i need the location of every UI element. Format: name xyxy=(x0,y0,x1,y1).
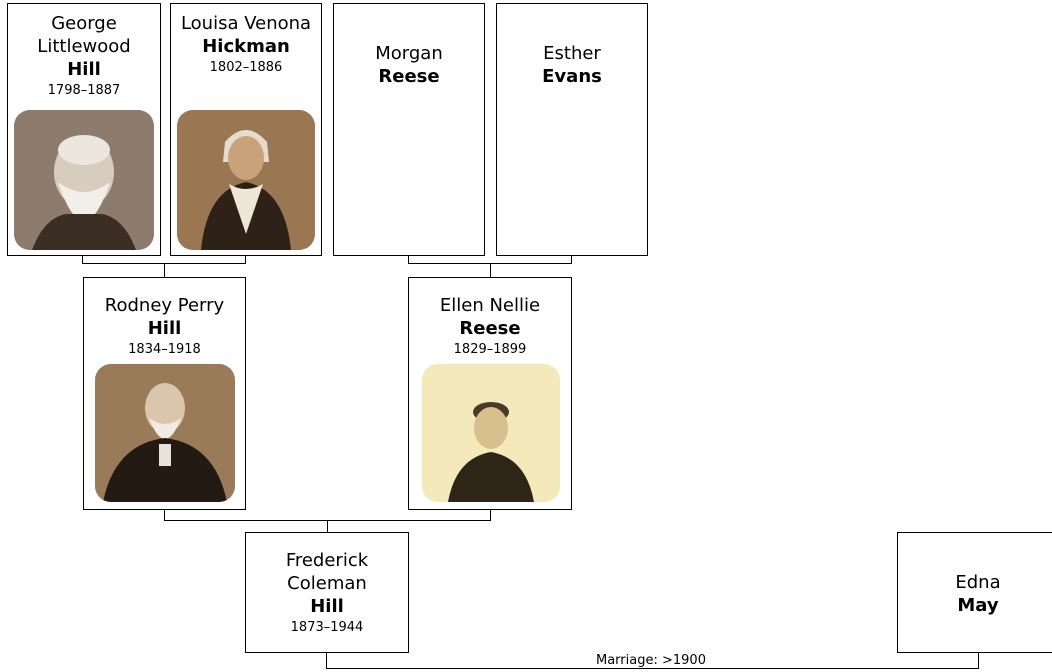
connector-line xyxy=(408,255,409,263)
marriage-line xyxy=(326,668,979,669)
surname: Reese xyxy=(378,66,440,87)
marriage-line xyxy=(326,652,327,669)
portrait-photo xyxy=(422,364,560,502)
person-card-edna-may[interactable]: Edna May xyxy=(897,532,1052,653)
person-card-rodney-hill[interactable]: Rodney Perry Hill 1834–1918 xyxy=(83,277,246,510)
surname: May xyxy=(957,595,999,616)
given-name: Louisa Venona xyxy=(180,13,312,34)
given-name: Frederick Coleman xyxy=(285,550,369,594)
portrait-photo xyxy=(14,110,154,250)
connector-line xyxy=(490,509,491,520)
surname: Hickman xyxy=(202,36,290,57)
given-name: Ellen Nellie xyxy=(439,295,541,316)
person-card-louisa-hickman[interactable]: Louisa Venona Hickman 1802–1886 xyxy=(170,3,322,256)
surname: Evans xyxy=(542,66,602,87)
life-years: 1873–1944 xyxy=(290,620,364,635)
connector-line xyxy=(164,509,165,520)
connector-line xyxy=(164,263,165,278)
connector-line xyxy=(490,263,491,278)
connector-line xyxy=(327,520,328,533)
marriage-label: Marriage: >1900 xyxy=(594,653,708,668)
life-years: 1802–1886 xyxy=(209,60,283,75)
portrait-photo xyxy=(95,364,235,502)
life-years: 1834–1918 xyxy=(128,342,201,357)
person-card-george-hill[interactable]: George Littlewood Hill 1798–1887 xyxy=(7,3,161,256)
given-name: Esther xyxy=(543,43,601,64)
connector-line xyxy=(571,255,572,263)
given-name: Rodney Perry xyxy=(104,295,225,316)
surname: Reese xyxy=(459,318,521,339)
surname: Hill xyxy=(310,596,344,617)
person-card-frederick-hill[interactable]: Frederick Coleman Hill 1873–1944 xyxy=(245,532,409,653)
surname: Hill xyxy=(67,59,101,80)
marriage-line xyxy=(978,652,979,669)
connector-line xyxy=(245,255,246,263)
portrait-photo xyxy=(177,110,315,250)
connector-line xyxy=(82,255,83,263)
person-card-esther-evans[interactable]: Esther Evans xyxy=(496,3,648,256)
given-name: Edna xyxy=(955,572,1001,593)
given-name: Morgan xyxy=(375,43,443,64)
person-card-ellen-reese[interactable]: Ellen Nellie Reese 1829–1899 xyxy=(408,277,572,510)
given-name: George Littlewood xyxy=(37,13,131,57)
surname: Hill xyxy=(147,318,182,339)
life-years: 1798–1887 xyxy=(47,83,121,98)
life-years: 1829–1899 xyxy=(453,342,527,357)
person-card-morgan-reese[interactable]: Morgan Reese xyxy=(333,3,485,256)
